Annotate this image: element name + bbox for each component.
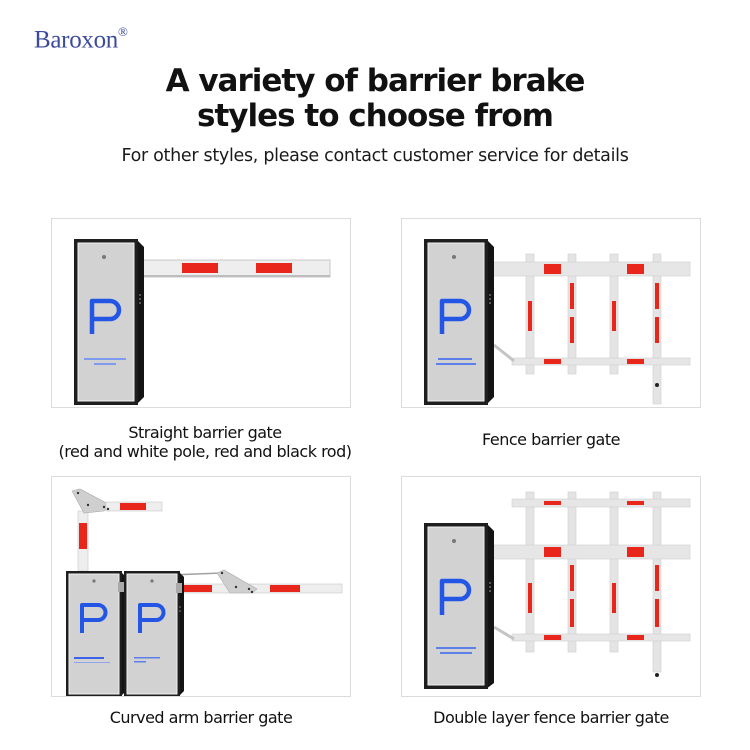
title-line-1: A variety of barrier brake [165, 63, 586, 99]
fence-barrier-illustration [424, 239, 691, 405]
double-layer-fence-illustration [424, 491, 691, 689]
caption-curved-arm-barrier-text: Curved arm barrier gate [109, 708, 293, 727]
product-image-fence-barrier [401, 218, 701, 408]
caption-curved-arm-barrier: Curved arm barrier gate [51, 708, 351, 727]
caption-double-layer-fence-barrier-text: Double layer fence barrier gate [433, 708, 669, 727]
page-subtitle: For other styles, please contact custome… [121, 146, 629, 166]
caption-straight-barrier: Straight barrier gate (red and white pol… [30, 423, 380, 461]
brand-logo: Baroxon® [34, 24, 128, 54]
brand-name: Baroxon [34, 26, 118, 54]
straight-barrier-illustration [74, 239, 331, 405]
product-image-straight-barrier [51, 218, 351, 408]
registered-mark: ® [118, 24, 128, 39]
caption-straight-barrier-line-2: (red and white pole, red and black rod) [58, 442, 353, 461]
caption-fence-barrier-text: Fence barrier gate [482, 430, 620, 449]
caption-double-layer-fence-barrier: Double layer fence barrier gate [391, 708, 711, 727]
product-image-curved-arm-barrier [51, 476, 351, 697]
page-title: A variety of barrier brake styles to cho… [0, 64, 750, 134]
caption-fence-barrier: Fence barrier gate [401, 430, 701, 449]
caption-straight-barrier-line-1: Straight barrier gate [128, 423, 282, 442]
product-image-double-layer-fence-barrier [401, 476, 701, 697]
curved-arm-barrier-illustration [66, 488, 343, 696]
title-line-2: styles to choose from [197, 98, 554, 134]
